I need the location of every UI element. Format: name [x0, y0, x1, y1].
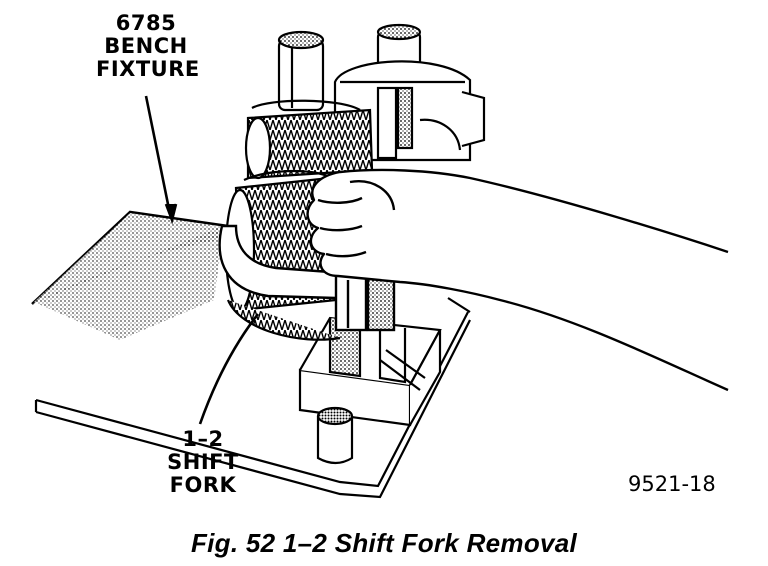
callout-line: FIXTURE: [96, 57, 200, 81]
mainshaft: [277, 30, 325, 112]
technician-hand: [306, 168, 729, 392]
bench-fixture-plate: [31, 210, 471, 499]
callout-line: 6785: [115, 11, 177, 35]
shift-fork-callout: 1–2 SHIFT FORK: [162, 428, 244, 497]
callout-line: BENCH: [104, 34, 188, 58]
fixture-post: [316, 406, 354, 465]
callout-line: 1–2: [182, 427, 224, 451]
shift-fork: [218, 224, 396, 332]
leader-lines: [144, 95, 260, 425]
callout-line: SHIFT: [167, 450, 239, 474]
figure-caption: Fig. 52 1–2 Shift Fork Removal: [190, 528, 578, 558]
figure-id: 9521-18: [628, 472, 716, 496]
bench-fixture-callout: 6785 BENCH FIXTURE: [96, 11, 200, 81]
upper-gears: [244, 99, 374, 180]
callout-line: FORK: [169, 473, 237, 497]
